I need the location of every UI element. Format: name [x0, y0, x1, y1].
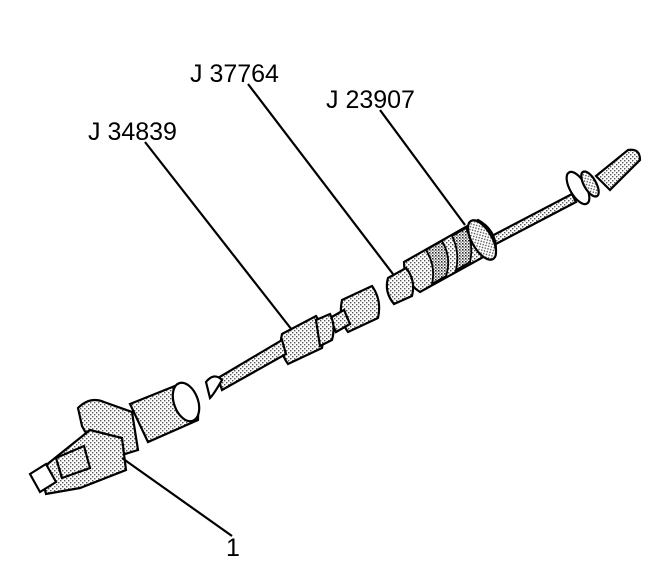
leader-j37764 — [247, 83, 394, 275]
label-j23907: J 23907 — [326, 86, 415, 114]
adapter-j37764 — [328, 266, 415, 334]
component-1 — [28, 381, 201, 496]
leader-j23907 — [379, 109, 466, 226]
remover-j34839 — [204, 312, 335, 401]
slide-hammer-weight — [402, 218, 498, 294]
label-j37764: J 37764 — [190, 60, 279, 88]
leader-part-1 — [121, 457, 233, 537]
label-part-1: 1 — [226, 534, 240, 562]
slide-hammer-rod — [486, 148, 642, 248]
label-j34839: J 34839 — [88, 118, 177, 146]
leader-j34839 — [144, 141, 293, 331]
